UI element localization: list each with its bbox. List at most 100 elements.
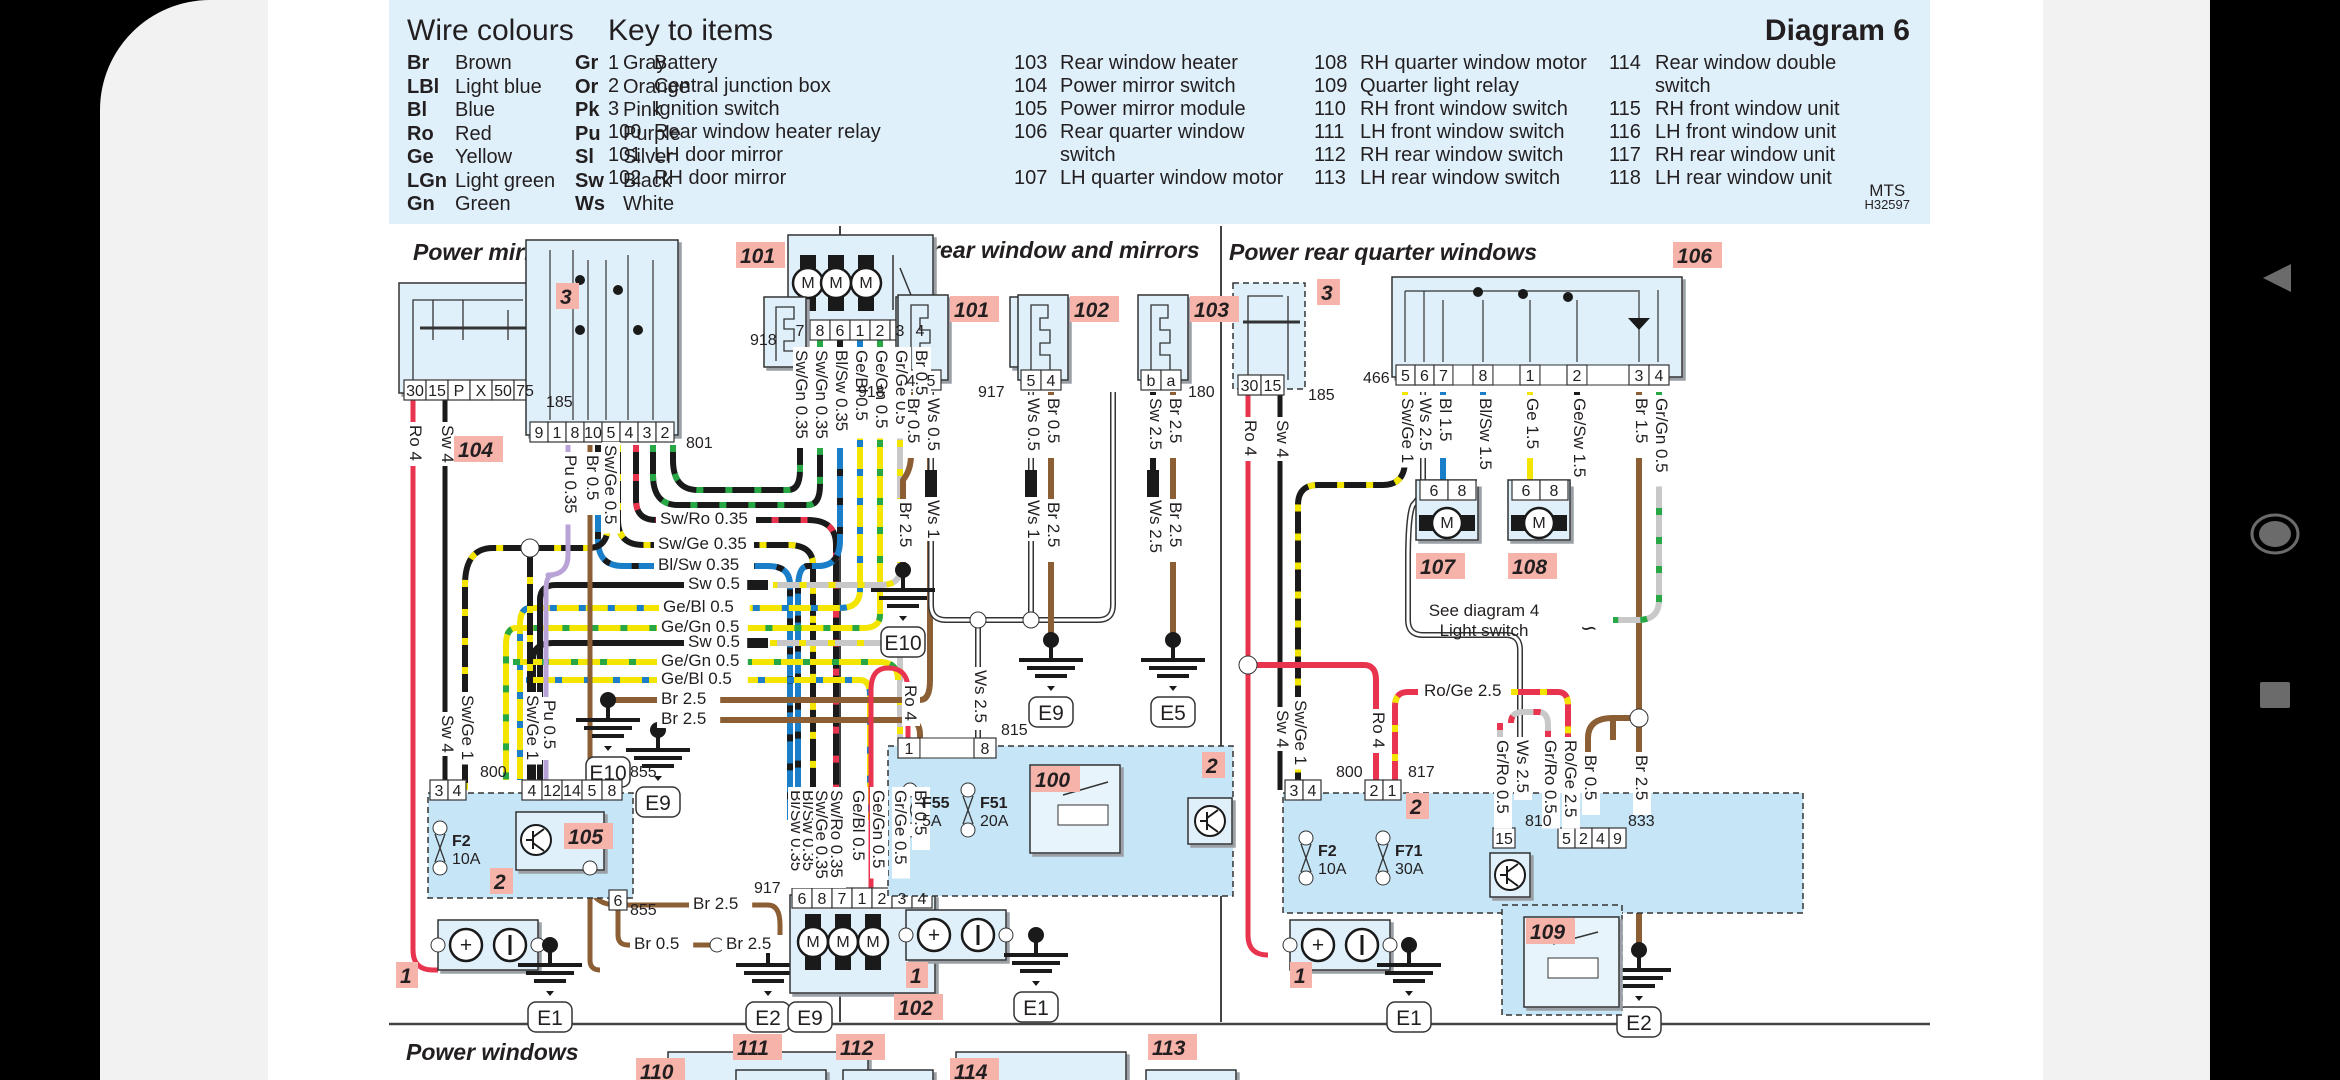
wire-label: Br 2.5 (1166, 502, 1185, 547)
ground-arrow (604, 746, 612, 751)
connector-pin-label: a (1167, 373, 1176, 390)
ground-arrow (1405, 991, 1413, 996)
item-badge-number: 1 (1294, 965, 1306, 988)
wire-colour-name: Blue (455, 99, 496, 121)
fuse-terminal (960, 782, 976, 798)
section-title-power-windows: Power windows (406, 1039, 579, 1065)
connector-pin-label: 4 (918, 891, 927, 908)
wire-label: Bl/Sw 0.35 (658, 555, 739, 574)
item-badge (1406, 793, 1429, 819)
key-item-number: 103 (1014, 52, 1048, 74)
wire-q-ro4 (1245, 395, 1269, 958)
ground-symbol-bar (752, 979, 784, 983)
connector-id: 917 (978, 384, 1005, 401)
ground-symbol-bar (634, 756, 682, 760)
wire-h-ws (929, 392, 1115, 622)
recents-button[interactable] (2258, 680, 2292, 714)
connector-body (1586, 364, 1630, 386)
wire-label-bg (630, 935, 694, 953)
key-item-number: 110 (1314, 98, 1346, 120)
wire-label: Ws 1 (924, 500, 943, 539)
wire-label-bg (657, 710, 721, 728)
wire-label: Br 0.5 (911, 790, 930, 835)
motor-icon (849, 266, 883, 300)
ground-symbol-bar (1141, 658, 1205, 662)
junction-dot (1473, 287, 1483, 297)
connector-pin-label: 6 (836, 323, 845, 340)
wire-colours-title: Wire colours (407, 14, 574, 47)
wire-label-bg (722, 935, 786, 953)
key-item-number: 107 (1014, 167, 1048, 189)
ground-symbol-bar (1157, 674, 1189, 678)
key-item-label: Central junction box (654, 75, 831, 97)
connector-pin-label: 8 (816, 323, 825, 340)
home-circle-icon (2259, 521, 2291, 547)
ground-arrow (899, 616, 907, 621)
fuse-icon (1377, 843, 1389, 873)
connector-pin-label: 15 (428, 383, 446, 400)
ground-symbol-bar (526, 971, 574, 975)
wire-colour-code: Sw (575, 169, 604, 192)
connector-pin-label: 12 (543, 783, 561, 800)
wire-sw-gn (650, 440, 823, 508)
connector-pin-label: 4 (916, 323, 925, 340)
connector-id: 815 (1001, 722, 1028, 739)
key-item-label: Quarter light relay (1360, 75, 1519, 97)
junction-dot (575, 325, 585, 335)
fuse-rating: 10A (1318, 861, 1347, 878)
fuse-name: F2 (1318, 843, 1337, 860)
wire-q-roge2 (1511, 689, 1571, 845)
wire-colour-name: Light blue (455, 75, 542, 98)
terminal (898, 927, 914, 943)
heater-mirror-unit (1137, 294, 1189, 381)
connector-pin-label: 1 (905, 741, 914, 758)
item-badge-number: 101 (740, 245, 775, 268)
wire-label-bg (1562, 737, 1580, 829)
key-item-number: 108 (1314, 52, 1348, 74)
wire-label: Sw/Ge 1 (1398, 398, 1417, 463)
battery-plus-sign: + (460, 934, 472, 957)
ground-point-label: E1 (537, 1007, 563, 1030)
ground-symbol-bar (1623, 984, 1655, 988)
back-button[interactable] (2255, 258, 2295, 298)
connector-pin-label: 7 (1439, 368, 1448, 385)
connector-body (1539, 364, 1568, 386)
connector-pin-label: 2 (878, 891, 887, 908)
item-badge (906, 962, 928, 988)
wire-label-bg (524, 692, 542, 765)
wire-label: Ge/Gn 0.5 (661, 617, 739, 636)
connector-pin-label: 7 (838, 891, 847, 908)
relay-contact (1062, 781, 1109, 796)
key-item-number: 111 (1314, 121, 1345, 143)
junction-pin (1302, 779, 1322, 801)
key-item-label: RH rear window switch (1360, 144, 1564, 166)
item-badge-number: 110 (640, 1061, 674, 1080)
ground-point-box (1028, 696, 1074, 728)
wire-label: Br 2.5 (726, 934, 771, 953)
wire-label: Ws 2.5 (1513, 740, 1532, 793)
item-badge-number: 104 (458, 439, 493, 462)
wire-br05 (587, 445, 601, 973)
fuse-icon (1300, 843, 1312, 873)
components (398, 234, 1804, 1080)
ground-symbol-bar (744, 971, 792, 975)
ground-arrow (654, 776, 662, 781)
key-item-label: Power mirror module (1060, 98, 1246, 120)
wire-label-bg (892, 787, 910, 879)
connector-pin-label: 4 (907, 373, 916, 390)
wire-label: Sw/Ge 0.35 (658, 534, 747, 553)
home-button[interactable] (2249, 512, 2301, 556)
connector-pin-label: 8 (608, 783, 617, 800)
wire-label-bg (1437, 395, 1455, 458)
connector-id: 817 (1408, 764, 1435, 781)
wire-label-bg (657, 618, 748, 636)
connector-id: 185 (1308, 387, 1335, 404)
key-item-label: LH quarter window motor (1060, 167, 1284, 189)
wire-colour-code: Pk (575, 99, 600, 121)
item-badge (454, 436, 503, 462)
